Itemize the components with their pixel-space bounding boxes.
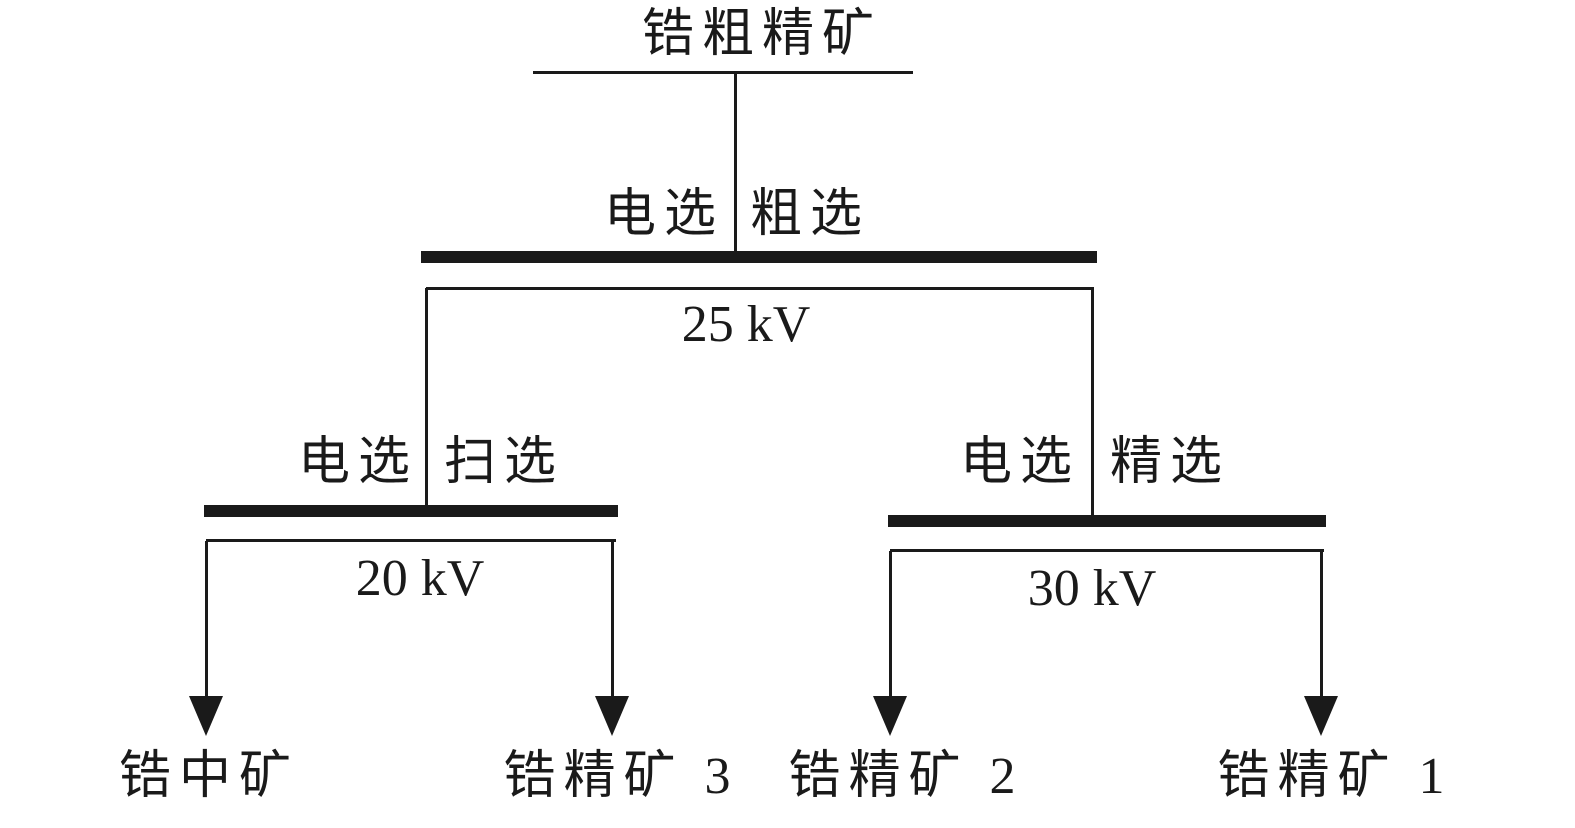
concentrate-2-label: 锆精矿 2 <box>788 748 1024 805</box>
rougher-to-cleaner-line <box>1091 288 1094 517</box>
concentrate-3-arrowhead-icon <box>595 696 629 736</box>
cleaner-separator-bar <box>888 515 1326 527</box>
feed-connector-line <box>734 73 737 252</box>
concentrate-1-label: 锆精矿 1 <box>1217 748 1453 805</box>
feed-label: 锆粗精矿 <box>641 6 883 63</box>
cleaner-process-label: 电选 <box>959 434 1080 491</box>
concentrate-3-arrow-line <box>611 541 614 699</box>
concentrate-1-arrowhead-icon <box>1304 696 1338 736</box>
middlings-arrow-line <box>205 541 208 699</box>
rougher-separator-underline <box>426 287 1094 290</box>
rougher-voltage-label: 25 kV <box>681 296 811 353</box>
cleaner-voltage-label: 30 kV <box>1027 560 1157 617</box>
concentrate-1-arrow-line <box>1320 551 1323 699</box>
scavenger-separator-underline <box>206 539 616 542</box>
rougher-to-scavenger-line <box>425 288 428 507</box>
concentrate-2-arrowhead-icon <box>873 696 907 736</box>
scavenger-process-label: 电选 <box>297 434 418 491</box>
rougher-separator-bar <box>421 251 1097 263</box>
feed-underline <box>533 71 913 74</box>
rougher-stage-label: 粗选 <box>750 186 871 243</box>
rougher-process-label: 电选 <box>603 186 724 243</box>
cleaner-stage-label: 精选 <box>1110 434 1231 491</box>
scavenger-separator-bar <box>204 505 618 517</box>
concentrate-3-label: 锆精矿 3 <box>503 748 739 805</box>
middlings-label: 锆中矿 <box>118 748 300 805</box>
cleaner-separator-underline <box>890 549 1324 552</box>
middlings-arrowhead-icon <box>189 696 223 736</box>
scavenger-stage-label: 扫选 <box>444 434 565 491</box>
scavenger-voltage-label: 20 kV <box>355 550 485 607</box>
concentrate-2-arrow-line <box>889 551 892 699</box>
